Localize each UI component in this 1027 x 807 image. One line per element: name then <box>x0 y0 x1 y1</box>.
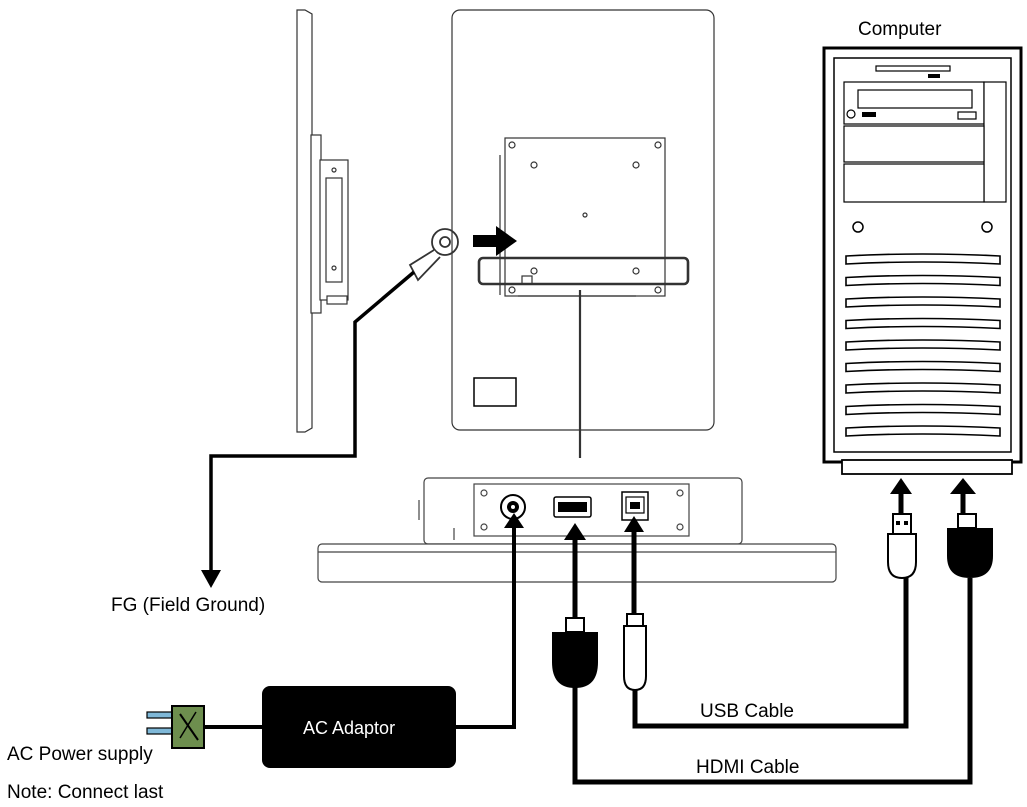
monitor-bottom-view <box>317 477 837 583</box>
dc-jack-arrow <box>504 513 524 528</box>
monitor-back-view <box>451 9 715 431</box>
fg-screw-arrow <box>473 226 517 256</box>
fg-wire-arrow <box>201 570 221 588</box>
vent-slat <box>845 339 1001 351</box>
vent-slat <box>845 296 1001 308</box>
ac-adaptor-box <box>262 686 456 768</box>
hdmi-monitor-arrow <box>564 523 586 540</box>
port-area-highlight <box>477 256 690 286</box>
ac-adaptor-label: AC Adaptor <box>303 718 396 738</box>
usb-a-plug-pc <box>887 513 917 580</box>
usb-pc-arrow <box>890 478 912 494</box>
vent-slat <box>845 425 1001 437</box>
hdmi-plug-pc <box>947 513 993 578</box>
fg-wire <box>209 270 416 570</box>
usb-b-plug-monitor <box>623 613 647 692</box>
computer-label: Computer <box>858 19 942 40</box>
computer-vents <box>845 253 1001 437</box>
note-label: Note: Connect last <box>7 782 164 803</box>
hdmi-port <box>553 496 592 518</box>
vent-slat <box>845 382 1001 394</box>
hdmi-cable-label: HDMI Cable <box>696 757 800 778</box>
usb-b-port <box>621 491 649 521</box>
vent-slat <box>845 317 1001 330</box>
monitor-side-view <box>296 9 349 433</box>
ac-power-plug <box>146 705 205 749</box>
ground-terminal <box>408 228 459 282</box>
fg-label: FG (Field Ground) <box>111 595 266 616</box>
vent-slat <box>845 403 1001 416</box>
hdmi-pc-arrow <box>950 478 976 494</box>
vent-slat <box>845 274 1001 287</box>
usb-monitor-arrow <box>624 516 644 532</box>
ac-power-supply-label: AC Power supply <box>7 744 153 765</box>
usb-cable-label: USB Cable <box>700 701 794 722</box>
vent-slat <box>845 253 1001 265</box>
hdmi-cable-line <box>572 578 973 785</box>
vent-slat <box>845 360 1001 373</box>
hdmi-plug-monitor <box>552 617 598 688</box>
usb-cable-line <box>632 576 909 729</box>
dc-jack-port <box>500 494 526 520</box>
